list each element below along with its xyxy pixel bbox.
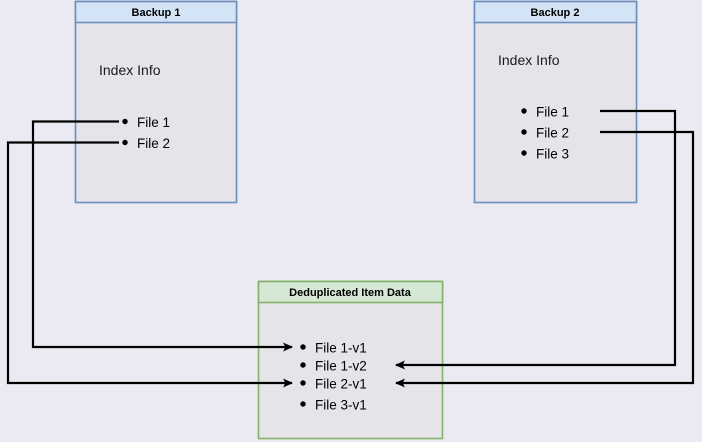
backup1-item-file1: File 1 (137, 115, 170, 130)
backup1-header-label: Backup 1 (132, 7, 181, 19)
backup2-box-header-bar (473, 0, 638, 24)
backup2-title-label: Index Info (498, 52, 560, 68)
dedup-box-header-bar (257, 280, 444, 304)
dedup-bullet-1 (300, 344, 306, 350)
backup2-item-file3: File 3 (536, 147, 569, 162)
dedup-item-file1v2: File 1-v2 (315, 359, 367, 374)
dedup-box[interactable]: Deduplicated Item Data File 1-v1 File 1-… (257, 280, 444, 440)
connector-backup1-file2-to-file2v1 (6, 141, 293, 388)
backup1-box-body (74, 0, 238, 204)
backup2-item-file1: File 1 (536, 105, 569, 120)
dedup-bullet-3 (300, 380, 306, 386)
backup2-box-body (473, 0, 638, 204)
backup1-bullet-2 (122, 139, 128, 146)
dedup-item-file1v1: File 1-v1 (315, 341, 367, 356)
dedup-bullet-2 (300, 362, 306, 368)
dedup-box-body (257, 280, 444, 440)
backup2-item-file2: File 2 (536, 126, 569, 141)
backup1-bullet-1 (122, 118, 128, 125)
connector-backup1-file1-to-file1v1 (31, 120, 293, 352)
dedup-bullet-4 (300, 401, 306, 407)
backup1-box[interactable]: Backup 1 Index Info File 1 File 2 (74, 0, 238, 204)
backup1-item-file2: File 2 (137, 136, 170, 151)
dedup-item-file3v1: File 3-v1 (315, 398, 367, 413)
backup2-box[interactable]: Backup 2 Index Info File 1 File 2 File 3 (473, 0, 638, 204)
backup1-box-header-bar (74, 0, 238, 24)
backup2-bullet-3 (521, 150, 527, 156)
connector-backup2-file2-to-file2v1 (395, 130, 695, 388)
connector-backup2-file1-to-file1v2 (395, 109, 677, 370)
backup2-bullet-2 (521, 129, 527, 135)
dedup-header-label: Deduplicated Item Data (289, 287, 412, 299)
backup2-header-label: Backup 2 (531, 7, 580, 19)
backup1-title-label: Index Info (99, 62, 161, 78)
dedup-item-file2v1: File 2-v1 (315, 377, 367, 392)
backup2-bullet-1 (521, 108, 527, 114)
